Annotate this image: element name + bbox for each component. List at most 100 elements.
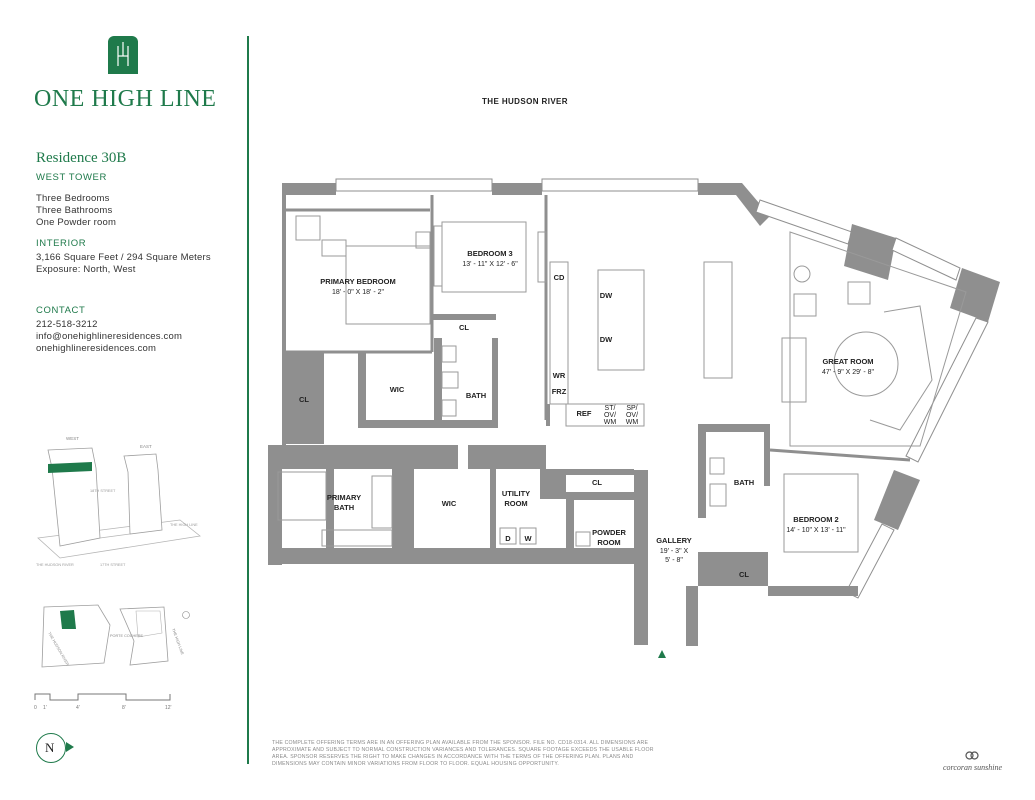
- dryer: [499, 527, 517, 545]
- dresser: [537, 231, 547, 283]
- wall-corridor-north-2: [468, 445, 546, 469]
- wall-segment: [282, 183, 336, 195]
- label-utility-1: UTILITY: [502, 489, 530, 498]
- coffee-table: [833, 331, 899, 397]
- label-powder-2: ROOM: [597, 538, 620, 547]
- bed-2: [783, 473, 859, 553]
- exterior-walls: [268, 178, 1000, 646]
- scale-tick-4: 4': [76, 705, 80, 711]
- window-north-2: [541, 178, 699, 192]
- nightstand: [321, 239, 347, 257]
- site-label-porte-cochere: PORTE COCHERE: [110, 634, 144, 638]
- contact-email[interactable]: info@onehighlineresidences.com: [36, 331, 183, 342]
- feature-bathrooms: Three Bathrooms: [36, 205, 113, 216]
- brokerage-logo-icon: [965, 751, 979, 760]
- toilet: [441, 399, 457, 417]
- side-table: [793, 265, 811, 283]
- contact-website[interactable]: onehighlineresidences.com: [36, 343, 157, 354]
- label-wm-2: WM: [626, 419, 639, 426]
- contact-heading: CONTACT: [36, 305, 86, 316]
- label-bath-primary: BATH: [466, 391, 486, 400]
- interior-exposure: Exposure: North, West: [36, 264, 136, 275]
- interior-heading: INTERIOR: [36, 238, 87, 249]
- lounge-chair: [847, 281, 871, 305]
- legal-disclaimer: THE COMPLETE OFFERING TERMS ARE IN AN OF…: [272, 740, 654, 768]
- label-primary-bedroom: PRIMARY BEDROOM: [320, 277, 395, 286]
- primary-bed: [345, 245, 431, 325]
- scale-bar: 0 1' 4' 8' 12': [34, 693, 172, 711]
- wall-line: [769, 448, 911, 462]
- building-key-plan: WEST EAST 18TH STREET 17TH STREET THE HI…: [36, 436, 201, 567]
- scale-tick-8: 8': [122, 705, 126, 711]
- interior-walls: [268, 195, 911, 560]
- bench: [433, 225, 443, 287]
- label-wr: WR: [553, 371, 566, 380]
- hudson-river-label: THE HUDSON RIVER: [482, 97, 568, 106]
- key-label-17th: 17TH STREET: [100, 563, 126, 567]
- wall-closet-bed2: [698, 560, 768, 586]
- lounge-chair: [793, 293, 817, 317]
- key-label-high-line: THE HIGH LINE: [170, 523, 198, 527]
- label-cl-bedroom-3: CL: [459, 323, 469, 332]
- label-primary-bath-1: PRIMARY: [327, 493, 361, 502]
- label-great-room: GREAT ROOM: [822, 357, 873, 366]
- sidebar: ONE HIGH LINE Residence 30B WEST TOWER T…: [0, 0, 248, 800]
- contact-phone[interactable]: 212-518-3212: [36, 319, 98, 330]
- wall-segment: [566, 500, 574, 548]
- wall-closet-left: [284, 352, 324, 444]
- wall-segment: [698, 424, 766, 432]
- wall-corner: [698, 183, 770, 226]
- wall-south: [268, 548, 648, 564]
- wall-segment: [546, 404, 550, 426]
- north-arrow-icon: [66, 742, 74, 752]
- sidebar-divider: [247, 36, 249, 764]
- window-northwest-2: [891, 237, 961, 281]
- wall-segment: [358, 352, 366, 422]
- vanity: [709, 483, 727, 507]
- wall-segment: [764, 424, 770, 486]
- window-west-1: [905, 317, 989, 463]
- brand-name: ONE HIGH LINE: [34, 86, 217, 112]
- feature-bedrooms: Three Bedrooms: [36, 193, 110, 204]
- dims-bedroom-3: 13' - 11" X 12' - 6": [462, 261, 518, 268]
- key-label-hudson: THE HUDSON RIVER: [36, 563, 74, 567]
- wall-pier: [844, 224, 896, 280]
- label-utility-2: ROOM: [504, 499, 527, 508]
- sink: [575, 531, 591, 547]
- label-ref: REF: [577, 409, 592, 418]
- label-cl-left: CL: [299, 395, 309, 404]
- site-plan: THE HUDSON RIVER PORTE COCHERE THE HIGH …: [41, 604, 190, 668]
- dims-gallery-2: 5' - 8": [665, 557, 683, 564]
- wall-segment: [326, 469, 334, 548]
- vanity: [321, 529, 393, 547]
- wall-segment: [566, 469, 634, 475]
- room-labels: PRIMARY BEDROOM 18' - 0" X 18' - 2" BEDR…: [299, 249, 875, 579]
- label-primary-bath-2: BATH: [334, 503, 354, 512]
- label-wic-primary: WIC: [390, 385, 405, 394]
- label-powder-1: POWDER: [592, 528, 626, 537]
- label-bedroom-3: BEDROOM 3: [467, 249, 512, 258]
- furniture: [277, 215, 967, 658]
- dims-bedroom-2: 14' - 10" X 13' - 11": [786, 527, 846, 534]
- wall-segment: [698, 552, 768, 560]
- label-cl-utility: CL: [592, 478, 602, 487]
- sink: [441, 371, 459, 389]
- wall-gallery-west: [686, 586, 698, 646]
- label-sp-2: SP/: [626, 405, 637, 412]
- rug: [789, 231, 967, 447]
- wall-segment: [490, 469, 496, 548]
- label-ov-2: OV/: [626, 412, 638, 419]
- scale-tick-12: 12': [165, 705, 172, 711]
- kitchen-island: [597, 269, 645, 371]
- dims-primary-bedroom: 18' - 0" X 18' - 2": [332, 289, 385, 296]
- wall-segment: [566, 492, 634, 500]
- wall-segment: [358, 420, 434, 428]
- tower-label: WEST TOWER: [36, 172, 107, 183]
- wall-segment: [432, 314, 496, 320]
- wall-segment: [392, 469, 414, 548]
- wall-gallery-east: [634, 470, 648, 645]
- residence-title: Residence 30B: [36, 150, 127, 166]
- nightstand: [415, 231, 431, 249]
- wall-segment: [434, 338, 442, 428]
- label-frz: FRZ: [552, 387, 567, 396]
